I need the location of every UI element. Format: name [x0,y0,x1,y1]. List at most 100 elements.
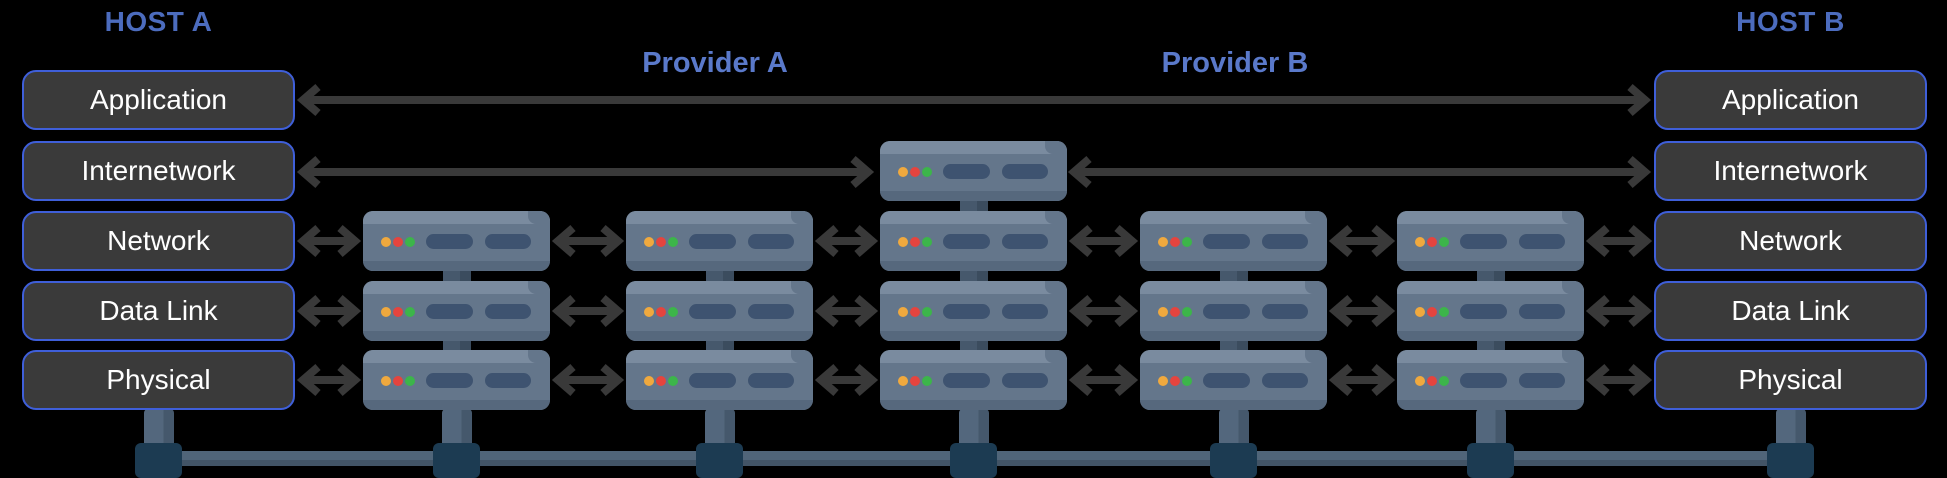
router-slot [689,234,736,249]
double-arrow-icon [296,83,1652,117]
double-arrow-icon [1067,155,1652,189]
double-arrow-icon [1328,224,1396,258]
led-orange-icon [381,307,391,317]
router-slot [943,234,990,249]
cable-stand [1218,409,1249,444]
router-top-panel [880,211,1067,224]
router-notch [1305,350,1327,363]
router-top-panel [1140,281,1327,294]
router-notch [791,281,813,294]
host-b-layer-data-link: Data Link [1654,281,1927,341]
router-bottom-panel [880,331,1067,341]
led-red-icon [1427,307,1437,317]
router-notch [791,211,813,224]
cable-foot [1767,443,1814,478]
led-green-icon [1182,307,1192,317]
led-orange-icon [1158,237,1168,247]
double-arrow-icon [1585,294,1653,328]
led-orange-icon [898,167,908,177]
led-red-icon [1427,376,1437,386]
led-orange-icon [1415,376,1425,386]
cable-stand [704,409,735,444]
led-green-icon [922,376,932,386]
router-slot [485,304,531,319]
router-slot [1519,234,1565,249]
router-neck [442,271,471,281]
double-arrow-icon [551,363,625,397]
router-neck [442,341,471,350]
led-red-icon [910,307,920,317]
led-red-icon [393,307,403,317]
router-top-panel [1397,211,1584,224]
cable-foot [1210,443,1257,478]
router-neck [1476,341,1505,350]
router-notch [1562,281,1584,294]
router-icon [880,281,1067,341]
led-green-icon [922,167,932,177]
router-slot [1002,373,1048,388]
router-slot [748,234,794,249]
router-icon [363,211,550,271]
double-arrow-icon [296,294,362,328]
router-neck [1219,271,1248,281]
cable-stand [441,409,472,444]
router-slot [689,304,736,319]
router-top-panel [880,281,1067,294]
cable-stand [1775,409,1806,444]
router-neck [959,271,988,281]
router-icon [880,211,1067,271]
router-bottom-panel [363,261,550,271]
double-arrow-icon [551,224,625,258]
cable-stand [958,409,989,444]
led-green-icon [668,307,678,317]
router-icon [1397,281,1584,341]
led-green-icon [1439,237,1449,247]
router-top-panel [363,350,550,363]
router-slot [1460,373,1507,388]
double-arrow-icon [1068,224,1139,258]
double-arrow-icon [1068,294,1139,328]
led-green-icon [922,307,932,317]
router-neck [959,341,988,350]
led-orange-icon [381,237,391,247]
double-arrow-icon [814,294,879,328]
led-red-icon [1170,376,1180,386]
router-slot [1203,234,1250,249]
router-top-panel [880,350,1067,363]
led-red-icon [656,376,666,386]
led-red-icon [910,237,920,247]
router-icon [1140,211,1327,271]
router-bottom-panel [880,191,1067,201]
led-red-icon [393,237,403,247]
led-red-icon [656,307,666,317]
router-bottom-panel [363,400,550,410]
router-bottom-panel [1140,331,1327,341]
router-slot [689,373,736,388]
led-green-icon [668,376,678,386]
router-slot [1002,304,1048,319]
router-slot [943,164,990,179]
host-a-layer-application: Application [22,70,295,130]
router-top-panel [626,281,813,294]
host-a-layer-network: Network [22,211,295,271]
router-notch [528,281,550,294]
router-slot [943,373,990,388]
router-slot [1203,304,1250,319]
led-orange-icon [381,376,391,386]
router-neck [705,341,734,350]
led-green-icon [1439,376,1449,386]
router-slot [748,304,794,319]
router-slot [426,304,473,319]
led-green-icon [922,237,932,247]
router-icon [363,281,550,341]
router-bottom-panel [1140,261,1327,271]
router-bottom-panel [626,261,813,271]
router-slot [1519,304,1565,319]
router-notch [1045,211,1067,224]
router-neck [705,271,734,281]
router-top-panel [1140,350,1327,363]
led-orange-icon [644,237,654,247]
double-arrow-icon [1328,363,1396,397]
host-b-layer-internetwork: Internetwork [1654,141,1927,201]
host-a-layer-data-link: Data Link [22,281,295,341]
